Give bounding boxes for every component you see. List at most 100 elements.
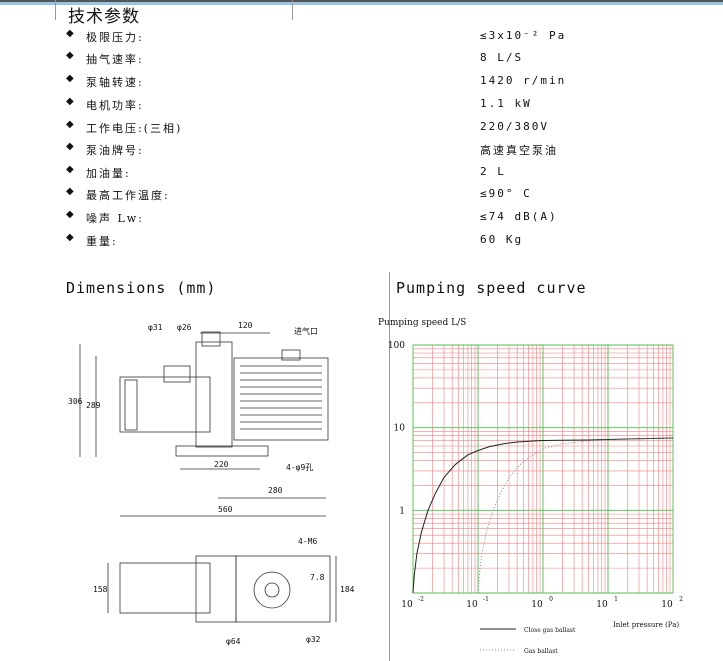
bullet-icon: ◆ (66, 50, 74, 61)
dim-label-d26: φ26 (177, 323, 192, 332)
bullet-icon: ◆ (66, 96, 74, 107)
y-tick-label: 10 (394, 424, 406, 434)
dim-label-289: 289 (86, 401, 101, 410)
spec-row: ◆重量:60 Kg (66, 230, 666, 252)
x-tick-label: 10 (596, 600, 608, 610)
dim-label-m6: 4-M6 (298, 537, 317, 546)
x-tick-label: 10 (661, 600, 673, 610)
spec-row: ◆ 泵轴转速: 1420 r/min (66, 71, 666, 93)
top-border (0, 0, 723, 6)
spec-value: 1.1 kW (480, 97, 532, 110)
chart-y-ticks: 100 10 1 (388, 341, 405, 516)
dim-label-158: 158 (93, 585, 108, 594)
dim-label-holes: 4-φ9孔 (286, 463, 313, 472)
spec-label: 重量: (86, 235, 118, 248)
dim-label-184: 184 (340, 585, 355, 594)
dim-label-d32: φ32 (306, 635, 321, 644)
top-view-bore (264, 582, 280, 598)
spec-row: ◆ 最高工作温度: ≤90° C (66, 184, 666, 206)
spec-value: 2 L (480, 165, 506, 178)
top-view-motor (119, 562, 211, 614)
legend-ballast-label: Gas ballast (524, 648, 558, 655)
dim-label-220: 220 (214, 460, 229, 469)
spec-value: ≤3x10⁻² Pa (480, 29, 567, 42)
y-tick-label: 100 (388, 341, 405, 351)
motor-body (119, 376, 211, 433)
x-tick-exponent: 1 (614, 596, 618, 603)
x-tick-exponent: 0 (549, 596, 553, 603)
dim-label-inlet: 进气口 (294, 326, 318, 336)
spec-value: ≤90° C (480, 187, 532, 200)
bullet-icon: ◆ (66, 119, 74, 130)
spec-row: ◆抽气速率:8 L/S (66, 48, 666, 70)
x-tick-label: 10 (466, 600, 478, 610)
bullet-icon: ◆ (66, 28, 74, 39)
bullet-icon: ◆ (66, 73, 74, 84)
bullet-icon: ◆ (66, 186, 74, 197)
terminal-box (163, 365, 191, 383)
spec-value: 1420 r/min (480, 74, 567, 87)
dim-label-d64: φ64 (226, 637, 241, 646)
top-view-pump (235, 555, 331, 623)
dim-label-d31: φ31 (148, 323, 163, 332)
spec-row: ◆ 噪声 Lw: ≤74 dB(A) (66, 207, 666, 229)
spec-value: 60 Kg (480, 233, 524, 246)
specs-title: 技术参数 (68, 7, 140, 27)
chart-y-axis-label: Pumping speed L/S (378, 318, 466, 328)
chart-title: Pumping speed curve (396, 279, 587, 297)
series-gas-ballast (477, 437, 674, 594)
x-tick-exponent: -2 (418, 596, 424, 603)
dim-label-120: 120 (238, 321, 253, 330)
spec-label: 加油量: (86, 167, 131, 180)
motor-fan-cover (124, 379, 138, 431)
dim-label-306: 306 (68, 397, 83, 406)
bullet-icon: ◆ (66, 141, 74, 152)
x-tick-exponent: 2 (679, 596, 683, 603)
x-tick-label: 10 (401, 600, 413, 610)
spec-label: 最高工作温度: (86, 189, 170, 202)
spec-label: 工作电压:(三相) (86, 122, 183, 135)
dim-label-78: 7.8 (310, 573, 325, 582)
section-divider (389, 272, 390, 661)
dimensions-title: Dimensions (mm) (66, 279, 217, 297)
base-plate (175, 445, 269, 457)
dim-label-280: 280 (268, 486, 283, 495)
exhaust-port (281, 349, 301, 361)
top-border-blue (0, 2, 723, 5)
y-tick-label: 1 (399, 506, 405, 516)
spec-label: 泵油牌号: (86, 144, 144, 157)
spec-row: ◆ 电机功率: 1.1 kW (66, 94, 666, 116)
x-tick-label: 10 (531, 600, 543, 610)
chart-x-axis-label: Inlet pressure (Pa) (613, 621, 679, 629)
spec-value: 220/380V (480, 120, 549, 133)
legend-close-label: Close gas ballast (524, 627, 576, 634)
spec-row: ◆ 加油量: 2 L (66, 162, 666, 184)
bullet-icon: ◆ (66, 164, 74, 175)
series-close-gas-ballast (412, 437, 674, 594)
spec-label: 噪声 Lw: (86, 212, 144, 225)
chart-x-ticks: 10 -2 10 -1 10 0 10 1 10 2 (401, 596, 683, 610)
coupling-housing (195, 341, 233, 448)
spec-row: ◆ 极限压力: ≤3x10⁻² Pa (66, 26, 666, 48)
chart-major-grid (412, 344, 674, 594)
spec-value: 高速真空泵油 (480, 144, 558, 157)
spec-label: 电机功率: (86, 99, 144, 112)
chart-series (412, 437, 674, 594)
spec-label: 泵轴转速: (86, 76, 144, 89)
x-tick-exponent: -1 (483, 596, 489, 603)
spec-label: 极限压力: (86, 31, 144, 44)
top-border-dark (0, 0, 723, 2)
spec-value: 8 L/S (480, 51, 524, 64)
spec-row: ◆ 工作电压:(三相) 220/380V (66, 117, 666, 139)
title-divider-right (292, 0, 293, 20)
cooling-fins (240, 365, 322, 430)
dim-label-560: 560 (218, 505, 233, 514)
pump-body (233, 357, 329, 441)
bullet-icon: ◆ (66, 209, 74, 220)
title-divider-left (55, 0, 56, 20)
spec-value: ≤74 dB(A) (480, 210, 558, 223)
top-view-flange (253, 571, 291, 609)
spec-row: ◆ 泵油牌号: 高速真空泵油 (66, 139, 666, 161)
